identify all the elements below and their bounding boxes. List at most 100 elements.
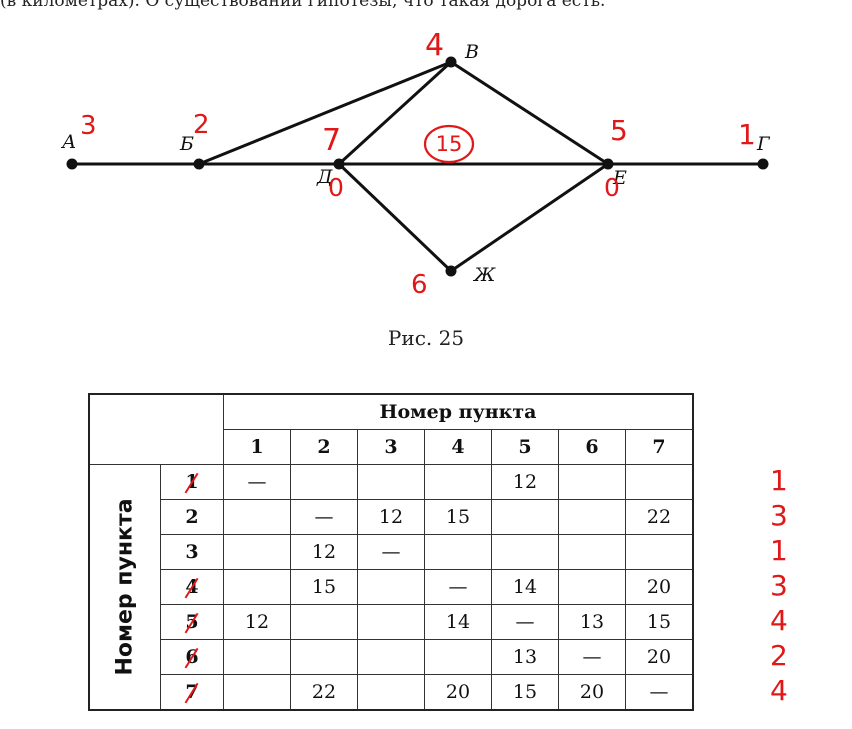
vertex-mark-d: 7 (322, 123, 341, 158)
cell-1-6 (558, 464, 626, 500)
cell-6-3 (357, 639, 425, 675)
table-title: Номер пункта (223, 393, 694, 430)
cell-2-6 (558, 499, 626, 535)
col-header-1: 1 (223, 429, 291, 465)
cell-3-2: 12 (290, 534, 358, 570)
row-label: 7 (184, 681, 199, 704)
row-note-1: 1 (770, 464, 788, 497)
cell-1-4 (424, 464, 492, 500)
row-header-5: 5 (160, 604, 224, 640)
cell-2-2: — (290, 499, 358, 535)
edge-v-e (450, 60, 609, 166)
cell-4-6 (558, 569, 626, 605)
cell-5-7: 15 (625, 604, 694, 640)
graph-vertices (66, 56, 769, 277)
cell-2-5 (491, 499, 559, 535)
row-label: 5 (184, 611, 199, 634)
row-label: 2 (185, 506, 199, 528)
vertex-label-g: Г (756, 133, 771, 155)
col-header-7: 7 (625, 429, 694, 465)
cell-5-4: 14 (424, 604, 492, 640)
cell-6-4 (424, 639, 492, 675)
cell-4-3 (357, 569, 425, 605)
header-fragment: (в километрах). О существовании гипотезы… (0, 0, 606, 11)
col-header-6: 6 (558, 429, 626, 465)
cell-5-5: — (491, 604, 559, 640)
cell-6-1 (223, 639, 291, 675)
side-title-cell: Номер пункта (88, 464, 161, 711)
table-row: 3 12— (89, 534, 694, 570)
cell-7-2: 22 (290, 674, 358, 711)
row-label: 6 (184, 646, 199, 669)
row-note-7: 4 (770, 674, 788, 708)
row-note-5: 4 (770, 604, 788, 637)
row-label: 3 (185, 541, 199, 563)
cell-5-1: 12 (223, 604, 291, 640)
cell-3-5 (491, 534, 559, 570)
circled-annotation: 15 (423, 124, 475, 164)
row-label: 1 (184, 471, 199, 494)
edge-b-v (198, 60, 452, 166)
row-header-1: 1 (160, 464, 224, 500)
cell-3-3: — (357, 534, 425, 570)
row-header-2: 2 (160, 499, 224, 535)
vertex-mark-g: 1 (738, 118, 756, 151)
vertex-label-v: В (464, 41, 479, 63)
row-header-6: 6 (160, 639, 224, 675)
cell-7-7: — (625, 674, 694, 711)
vertex-label-a: А (60, 131, 76, 153)
vertex-mark-v: 4 (425, 28, 444, 63)
cell-6-6: — (558, 639, 626, 675)
cell-7-1 (223, 674, 291, 711)
cell-4-4: — (424, 569, 492, 605)
strike-mark (184, 647, 199, 669)
vertex-zh (445, 265, 457, 277)
cell-6-7: 20 (625, 639, 694, 675)
vertex-d (333, 158, 345, 170)
cell-5-2 (290, 604, 358, 640)
cell-4-7: 20 (625, 569, 694, 605)
corner-cell (88, 393, 224, 465)
cell-3-6 (558, 534, 626, 570)
row-note-4: 3 (770, 569, 788, 602)
cell-5-6: 13 (558, 604, 626, 640)
cell-1-3 (357, 464, 425, 500)
cell-2-3: 12 (357, 499, 425, 535)
col-header-5: 5 (491, 429, 559, 465)
cell-1-1: — (223, 464, 291, 500)
vertex-mark-a: 3 (80, 111, 97, 141)
vertex-mark-b: 2 (193, 110, 210, 140)
cell-3-4 (424, 534, 492, 570)
vertex-mark-zh: 6 (411, 270, 428, 300)
row-header-3: 3 (160, 534, 224, 570)
cell-1-5: 12 (491, 464, 559, 500)
row-header-7: 7 (160, 674, 224, 711)
figure-caption: Рис. 25 (387, 326, 465, 350)
strike-mark (184, 472, 199, 494)
vertex-a (66, 158, 78, 170)
row-note-6: 2 (770, 639, 788, 672)
col-header-2: 2 (290, 429, 358, 465)
cell-1-7 (625, 464, 694, 500)
vertex-label-zh: Ж (472, 264, 496, 286)
row-label: 4 (184, 576, 199, 599)
cell-6-5: 13 (491, 639, 559, 675)
cell-4-2: 15 (290, 569, 358, 605)
row-header-4: 4 (160, 569, 224, 605)
row-note-3: 1 (770, 534, 788, 567)
col-header-4: 4 (424, 429, 492, 465)
mark-under-d: 0 (328, 173, 344, 202)
vertex-label-e: Е (612, 167, 627, 189)
strike-mark (184, 612, 199, 634)
vertex-label-d: Д (316, 166, 333, 188)
mark-under-e: 0 (604, 173, 620, 202)
cell-3-1 (223, 534, 291, 570)
cell-3-7 (625, 534, 694, 570)
cell-2-1 (223, 499, 291, 535)
vertex-b (193, 158, 205, 170)
cell-7-5: 15 (491, 674, 559, 711)
